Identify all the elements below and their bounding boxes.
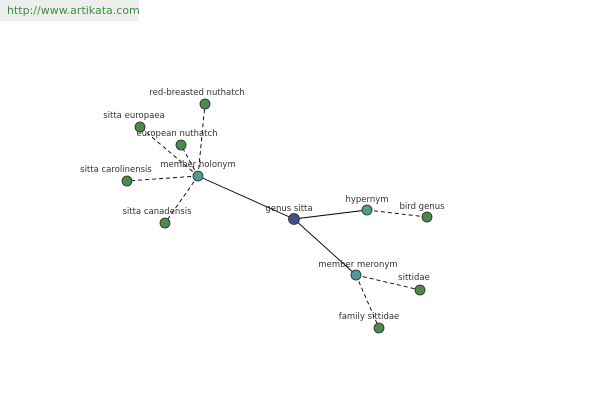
edge-meronym-sittidae — [355, 274, 421, 291]
edge-holonym-red_breasted — [197, 103, 206, 177]
node-label-sitta_europaea: sitta europaea — [103, 111, 165, 121]
node-canadensis[interactable] — [159, 217, 171, 229]
edge-holonym-sitta_europaea — [139, 126, 199, 177]
edge-genus-holonym — [197, 175, 295, 220]
edge-hypernym-bird_genus — [366, 209, 428, 218]
node-bird_genus[interactable] — [421, 211, 433, 223]
node-meronym[interactable] — [350, 269, 362, 281]
node-carolinensis[interactable] — [121, 175, 133, 187]
node-label-european: european nuthatch — [136, 129, 217, 139]
edge-genus-hypernym — [293, 209, 368, 220]
edge-meronym-family_sittidae — [355, 274, 380, 329]
node-label-family_sittidae: family sittidae — [339, 312, 400, 322]
node-label-bird_genus: bird genus — [399, 202, 445, 212]
node-hypernym[interactable] — [361, 204, 373, 216]
node-genus[interactable] — [288, 213, 300, 225]
node-family_sittidae[interactable] — [373, 322, 385, 334]
edge-holonym-carolinensis — [126, 175, 199, 182]
node-sitta_europaea[interactable] — [134, 121, 146, 133]
node-label-carolinensis: sitta carolinensis — [80, 165, 152, 175]
site-url-link[interactable]: http://www.artikata.com — [7, 4, 140, 17]
edge-genus-meronym — [293, 218, 357, 276]
node-european[interactable] — [175, 139, 187, 151]
node-label-canadensis: sitta canadensis — [122, 207, 192, 217]
edge-holonym-canadensis — [164, 175, 199, 224]
node-label-red_breasted: red-breasted nuthatch — [149, 88, 244, 98]
edges-layer — [126, 103, 428, 329]
node-label-holonym: member holonym — [160, 160, 235, 170]
nodes-layer: genus sitta member holonym hypernym member … — [80, 88, 445, 334]
node-holonym[interactable] — [192, 170, 204, 182]
node-red_breasted[interactable] — [199, 98, 211, 110]
node-label-meronym: member meronym — [318, 260, 397, 270]
edge-holonym-european — [180, 144, 199, 177]
node-sittidae[interactable] — [414, 284, 426, 296]
url-banner: http://www.artikata.com — [0, 0, 140, 21]
node-label-sittidae: sittidae — [398, 273, 430, 283]
node-label-genus: genus sitta — [265, 204, 312, 214]
node-label-hypernym: hypernym — [345, 195, 388, 205]
